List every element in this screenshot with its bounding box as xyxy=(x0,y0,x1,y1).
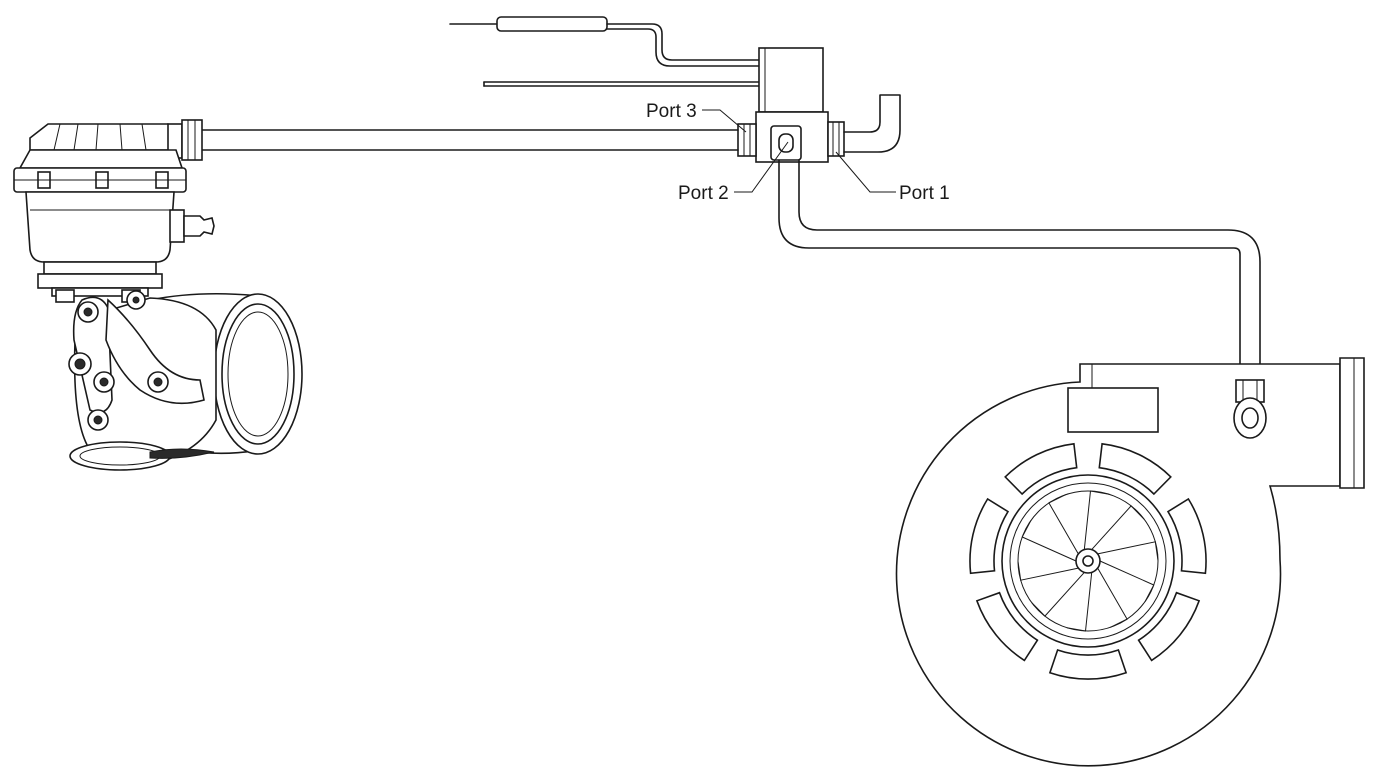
compressor-blade xyxy=(1083,490,1110,550)
compressor-blade xyxy=(1091,505,1145,550)
compressor-blade xyxy=(1066,572,1093,632)
port3-label: Port 3 xyxy=(646,101,697,122)
turbocharger-compressor xyxy=(895,357,1365,767)
inlet-window xyxy=(975,591,1039,662)
port3-line xyxy=(199,129,739,151)
inlet-window xyxy=(1048,648,1128,680)
compressor-blade xyxy=(1099,560,1155,602)
compressor-blade xyxy=(1097,541,1159,561)
inlet-window xyxy=(1098,442,1172,496)
compressor-blade xyxy=(1048,494,1079,555)
port-labels: Port 3 Port 2 Port 1 xyxy=(646,101,950,204)
inlet-window xyxy=(1166,497,1207,575)
inlet-window xyxy=(1137,591,1201,662)
port2-label: Port 2 xyxy=(678,183,729,204)
inlet-window xyxy=(969,497,1010,575)
port1-label: Port 1 xyxy=(899,183,950,204)
wastegate-valve xyxy=(55,289,303,471)
compressor-blade xyxy=(1097,567,1128,628)
boost-control-solenoid xyxy=(737,47,901,163)
compressor-blade xyxy=(1031,572,1085,617)
port2-line xyxy=(778,159,1261,381)
inlet-window xyxy=(1004,442,1078,496)
compressor-blade xyxy=(1021,520,1077,562)
wastegate-actuator xyxy=(13,119,215,297)
compressor-blade xyxy=(1017,561,1079,581)
solenoid-wiring xyxy=(449,16,761,87)
